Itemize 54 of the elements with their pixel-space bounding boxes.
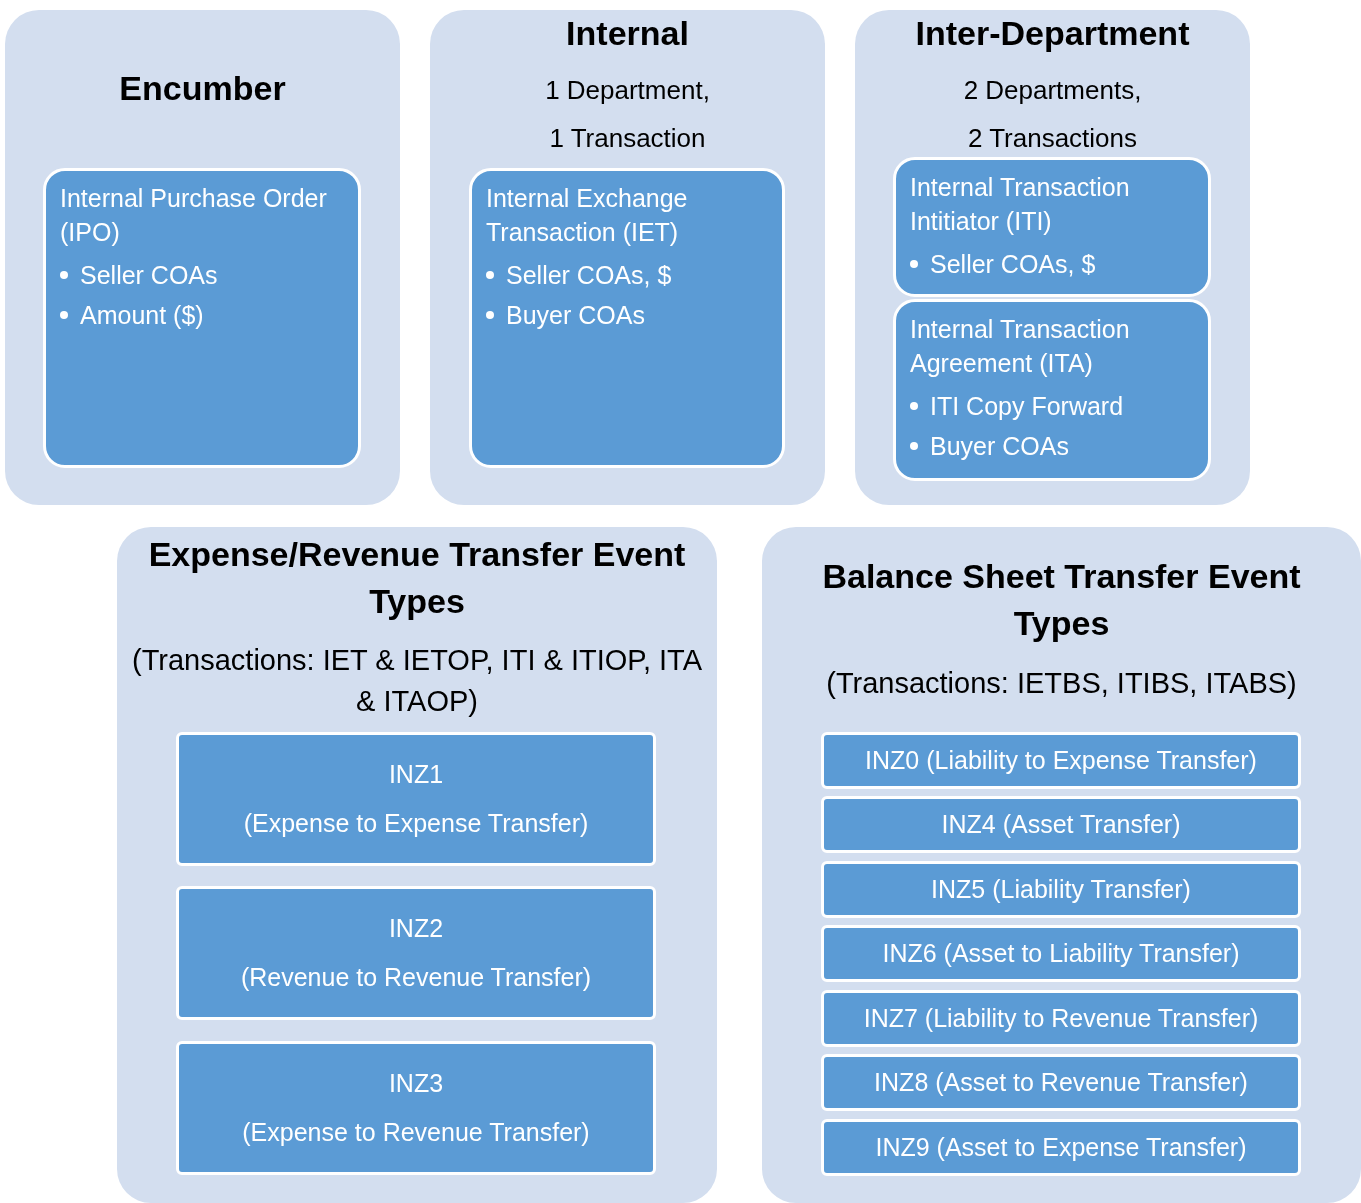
panel-title: Encumber	[118, 68, 287, 109]
list-item: Amount ($)	[80, 300, 204, 331]
panel-title: Internal	[565, 13, 690, 54]
event-description: (Expense to Revenue Transfer)	[242, 1117, 590, 1148]
event-type-label: INZ8 (Asset to Revenue Transfer)	[874, 1067, 1248, 1098]
event-type-label: INZ7 (Liability to Revenue Transfer)	[863, 1003, 1259, 1034]
list-item: ITI Copy Forward	[930, 391, 1124, 422]
event-code: INZ3	[388, 1068, 444, 1099]
card-heading: Internal Transaction Agreement (ITA)	[910, 314, 1131, 379]
event-type-label: INZ0 (Liability to Expense Transfer)	[865, 745, 1257, 776]
panel-subtitle: 1 Transaction	[548, 122, 707, 155]
event-type-box	[821, 732, 1301, 789]
transaction-card	[469, 168, 785, 468]
event-type-label: INZ9 (Asset to Expense Transfer)	[875, 1132, 1247, 1163]
card-heading: Internal Transaction Intitiator (ITI)	[910, 172, 1131, 237]
panel-subtitle: 2 Departments,	[962, 74, 1143, 107]
transaction-card	[893, 157, 1211, 297]
event-type-box	[821, 1054, 1301, 1111]
event-type-box	[821, 861, 1301, 918]
panel-subtitle: 2 Transactions	[966, 122, 1139, 155]
list-item: Buyer COAs	[930, 431, 1069, 462]
list-item: Seller COAs, $	[506, 260, 672, 291]
panel-subtitle: 1 Department,	[544, 74, 711, 107]
category-panel	[117, 527, 717, 1203]
event-type-box	[821, 990, 1301, 1047]
event-code: INZ1	[388, 759, 444, 790]
list-item: Seller COAs	[80, 260, 218, 291]
list-item: Buyer COAs	[506, 300, 645, 331]
list-item: Seller COAs, $	[930, 249, 1096, 280]
event-type-box	[821, 1119, 1301, 1176]
transaction-card	[43, 168, 361, 468]
panel-title: Inter-Department	[914, 13, 1191, 54]
event-description: (Revenue to Revenue Transfer)	[240, 962, 592, 993]
event-type-box	[821, 925, 1301, 982]
event-type-label: INZ5 (Liability Transfer)	[931, 874, 1191, 905]
card-heading: Internal Exchange Transaction (IET)	[486, 183, 689, 248]
category-panel	[762, 527, 1361, 1203]
transaction-card	[893, 299, 1211, 481]
event-type-box	[176, 732, 656, 866]
event-type-box	[176, 1041, 656, 1175]
event-code: INZ2	[388, 913, 444, 944]
event-type-label: INZ4 (Asset Transfer)	[941, 809, 1181, 840]
category-panel	[5, 10, 400, 505]
event-description: (Expense to Expense Transfer)	[243, 808, 589, 839]
event-type-label: INZ6 (Asset to Liability Transfer)	[882, 938, 1240, 969]
event-type-box	[176, 886, 656, 1020]
category-panel	[430, 10, 825, 505]
panel-title: Balance Sheet Transfer Event Types	[821, 556, 1302, 644]
panel-subtitle: (Transactions: IET & IETOP, ITI & ITIOP, ITA & ITAOP)	[131, 643, 703, 719]
panel-title: Expense/Revenue Transfer Event Types	[147, 534, 687, 622]
card-heading: Internal Purchase Order (IPO)	[60, 183, 328, 248]
panel-subtitle: (Transactions: IETBS, ITIBS, ITABS)	[825, 666, 1298, 701]
category-panel	[855, 10, 1250, 505]
event-type-box	[821, 796, 1301, 853]
